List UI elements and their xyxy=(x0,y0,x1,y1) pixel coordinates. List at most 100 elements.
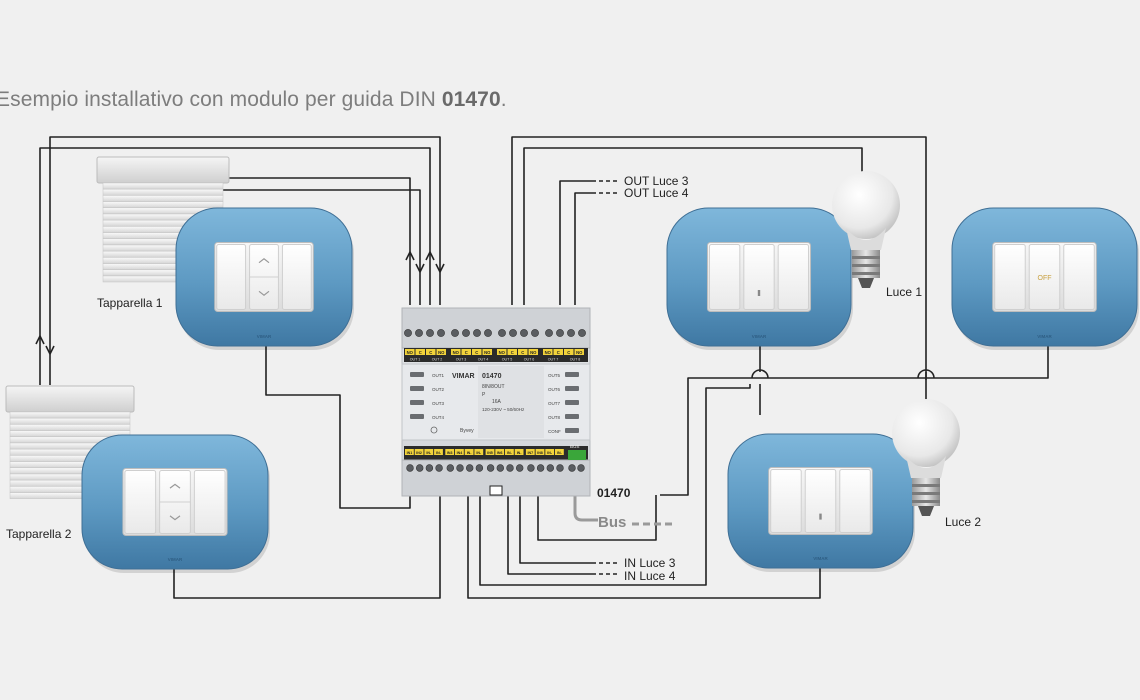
terminal-label: IN8 xyxy=(537,451,543,455)
led-indicator-icon xyxy=(757,290,761,296)
output-led xyxy=(410,372,424,377)
shutter-slat xyxy=(102,195,224,202)
terminal-screw xyxy=(567,329,575,337)
wire-out-luce3 xyxy=(559,180,592,305)
terminal-screw xyxy=(462,329,470,337)
switch-key[interactable] xyxy=(193,470,226,534)
terminal-group-label: OUT 5 xyxy=(502,358,513,362)
terminal-label: IN- xyxy=(557,451,563,455)
terminal-group-label: OUT 2 xyxy=(432,358,443,362)
terminal-label: C xyxy=(521,350,524,355)
switch-key[interactable] xyxy=(281,244,312,310)
led-indicator-icon xyxy=(819,513,822,520)
output-label: OUT8 xyxy=(548,415,560,420)
wire-switch1 xyxy=(265,345,411,509)
plate-luce-1: VIMAR xyxy=(666,207,853,350)
terminal-screw xyxy=(451,329,459,337)
terminal-label: NO xyxy=(576,350,583,355)
plate-brand: VIMAR xyxy=(752,334,767,339)
wire-right-bus xyxy=(660,377,760,496)
terminal-screw xyxy=(406,464,414,472)
switch-key[interactable] xyxy=(708,244,741,310)
switch-key[interactable] xyxy=(770,469,802,533)
switch-key[interactable] xyxy=(743,244,775,310)
output-label: OUT3 xyxy=(432,401,444,406)
wire-switch2 xyxy=(173,495,441,599)
terminal-group-label: OUT 8 xyxy=(570,358,581,362)
terminal-screw xyxy=(527,464,535,472)
switch-key[interactable] xyxy=(839,469,871,533)
terminal-label: IN- xyxy=(476,451,482,455)
terminal-screw xyxy=(546,464,554,472)
output-led xyxy=(565,386,579,391)
terminal-label-bg xyxy=(426,349,436,355)
terminal-label-bg xyxy=(472,349,482,355)
wire-shutter2-b xyxy=(49,136,441,385)
wire-bus-conf xyxy=(537,495,657,541)
shutter-slat xyxy=(9,417,131,425)
terminal-label-bg xyxy=(451,349,461,355)
wire-shutter1-a xyxy=(222,177,411,305)
terminal-label-bg xyxy=(415,349,425,355)
shutter-slat xyxy=(102,188,224,196)
label-tapparella-2: Tapparella 2 xyxy=(6,527,72,541)
terminal-label: C xyxy=(465,350,468,355)
terminal-screw xyxy=(456,464,464,472)
terminal-screw xyxy=(531,329,539,337)
terminal-group-label: OUT 3 xyxy=(456,358,467,362)
output-label: OUT2 xyxy=(432,387,444,392)
terminal-label-bg xyxy=(464,449,474,455)
output-led xyxy=(410,400,424,405)
chevron-up-icon xyxy=(258,258,270,264)
power-icon xyxy=(430,426,438,434)
wire-in-luce4 xyxy=(507,495,592,575)
shutter-2 xyxy=(5,385,135,499)
terminal-label: NO xyxy=(530,350,537,355)
wire-right-2 xyxy=(705,384,751,580)
terminal-screw xyxy=(498,329,506,337)
terminal-screw xyxy=(496,464,504,472)
switch-key[interactable] xyxy=(1028,244,1061,310)
terminal-group-label: OUT 7 xyxy=(548,358,559,362)
terminal-screw xyxy=(545,329,553,337)
bulb-luce2 xyxy=(892,399,960,516)
output-led xyxy=(565,428,579,433)
terminal-label: IN2 xyxy=(416,451,422,455)
switch-key[interactable] xyxy=(216,244,247,310)
output-led xyxy=(410,386,424,391)
module-series: Byvey xyxy=(460,428,474,434)
terminal-label-bg xyxy=(535,449,545,455)
switch-key[interactable] xyxy=(994,244,1026,310)
terminal-label: C xyxy=(557,350,560,355)
terminal-screw xyxy=(486,464,495,472)
terminal-screw xyxy=(404,329,412,337)
terminal-label: NO xyxy=(407,350,414,355)
output-label: OUT5 xyxy=(548,373,560,378)
switch-key[interactable] xyxy=(777,244,810,310)
chevron-down-icon xyxy=(169,515,181,521)
output-label: CONF xyxy=(548,429,561,434)
module-spec3: 16A xyxy=(492,399,502,405)
switch-key[interactable] xyxy=(804,469,837,533)
module-bus-term: BUS xyxy=(570,444,579,449)
module-brand: VIMAR xyxy=(452,373,475,380)
terminal-label-bg xyxy=(482,349,492,355)
terminal-screw xyxy=(415,329,423,337)
terminal-label-bg xyxy=(414,449,424,455)
switch-key[interactable] xyxy=(1063,244,1095,310)
terminal-label-bg xyxy=(574,349,584,355)
shutter-slat xyxy=(102,182,224,190)
output-label: OUT7 xyxy=(548,401,560,406)
bus-terminal-screw xyxy=(568,464,576,472)
terminal-label: NO xyxy=(484,350,491,355)
terminal-screw xyxy=(520,329,528,337)
terminal-label: C xyxy=(567,350,570,355)
title-prefix: Esempio installativo con modulo per guid… xyxy=(0,88,442,111)
shutter-1 xyxy=(96,156,230,283)
switch-key[interactable] xyxy=(124,470,157,534)
output-label: OUT1 xyxy=(432,373,444,378)
terminal-label-bg xyxy=(436,349,446,355)
